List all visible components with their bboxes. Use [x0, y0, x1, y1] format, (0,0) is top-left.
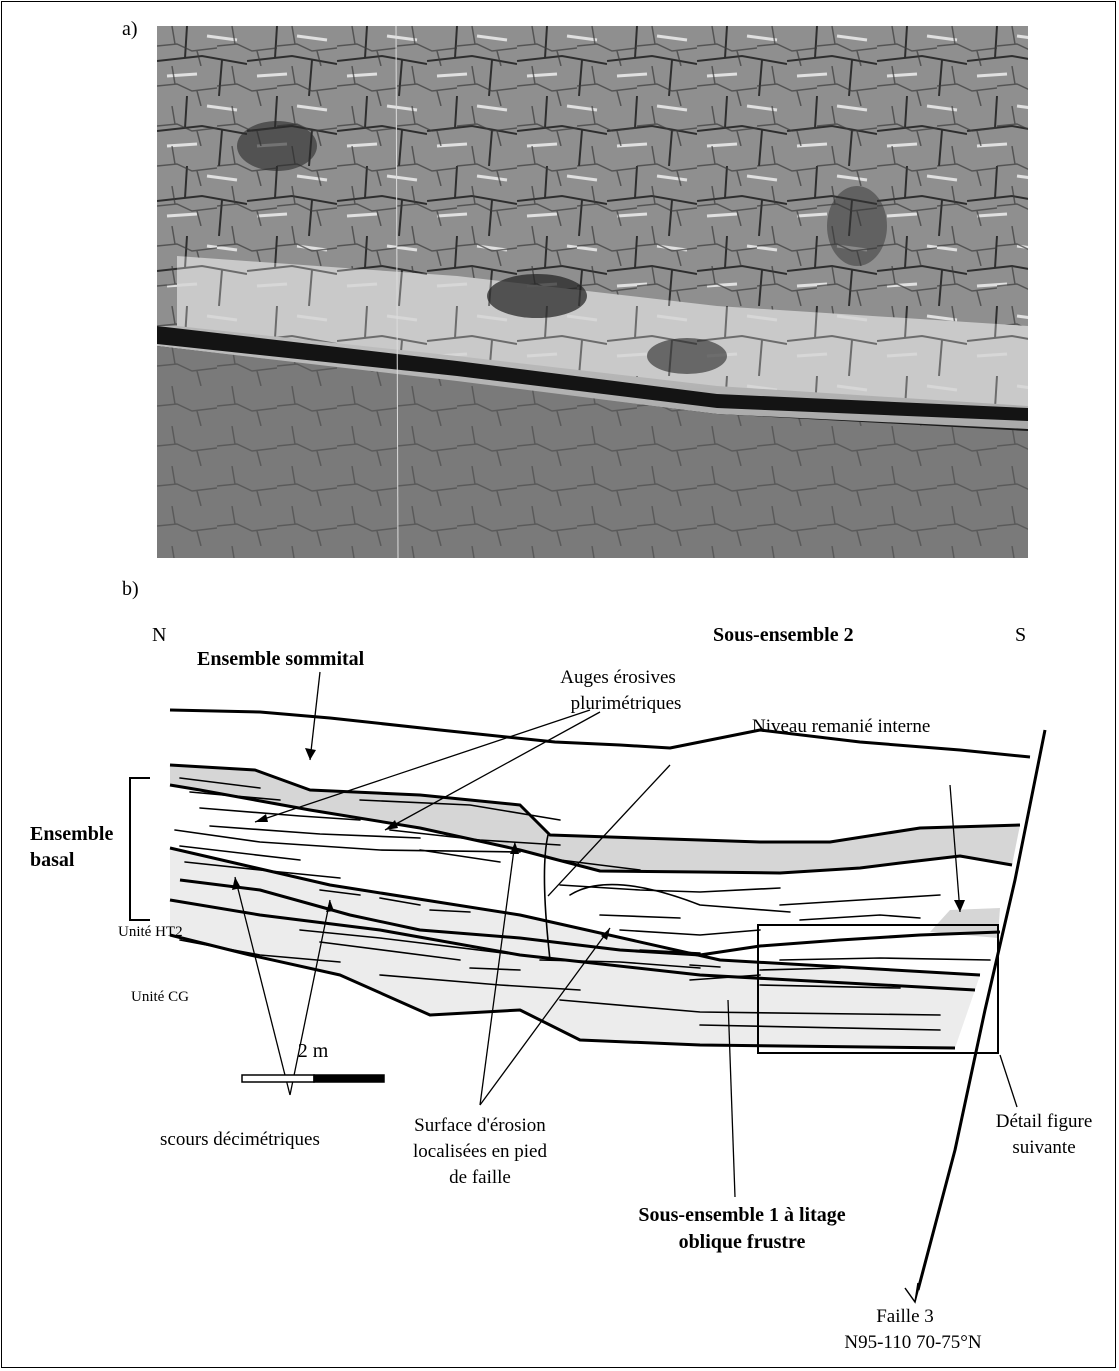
label-sous-ensemble-2: Sous-ensemble 2: [713, 624, 854, 646]
label-auges-line1: Auges érosives: [560, 667, 676, 688]
label-sous-ensemble-1-line2: oblique frustre: [679, 1231, 806, 1253]
sommital-fill: [170, 765, 1020, 873]
label-ensemble-basal-line2: basal: [30, 849, 75, 871]
label-detail-line1: Détail figure: [996, 1111, 1093, 1132]
scale-label: 2 m: [298, 1040, 329, 1062]
label-ensemble-sommital: Ensemble sommital: [197, 648, 365, 670]
label-faille-line2: N95-110 70-75°N: [844, 1332, 982, 1353]
label-surface-line1: Surface d'érosion: [414, 1115, 546, 1136]
label-auges-line2: plurimétriques: [571, 693, 682, 714]
label-ensemble-basal-line1: Ensemble: [30, 823, 113, 845]
label-surface-line3: de faille: [449, 1167, 511, 1188]
south-label: S: [1015, 624, 1026, 646]
label-sous-ensemble-1-line1: Sous-ensemble 1 à litage: [638, 1204, 845, 1226]
label-niveau-remanie: Niveau remanié interne: [752, 716, 930, 737]
label-unite-ht2: Unité HT2: [118, 924, 183, 940]
north-label: N: [152, 624, 166, 646]
ensemble-basal-bracket: [130, 778, 150, 920]
label-detail-line2: suivante: [1012, 1137, 1075, 1158]
label-unite-cg: Unité CG: [131, 989, 189, 1005]
label-scours: scours décimétriques: [160, 1129, 320, 1150]
scale-bar: [242, 1075, 384, 1082]
label-faille-line1: Faille 3: [876, 1306, 934, 1327]
label-surface-line2: localisées en pied: [413, 1141, 548, 1162]
